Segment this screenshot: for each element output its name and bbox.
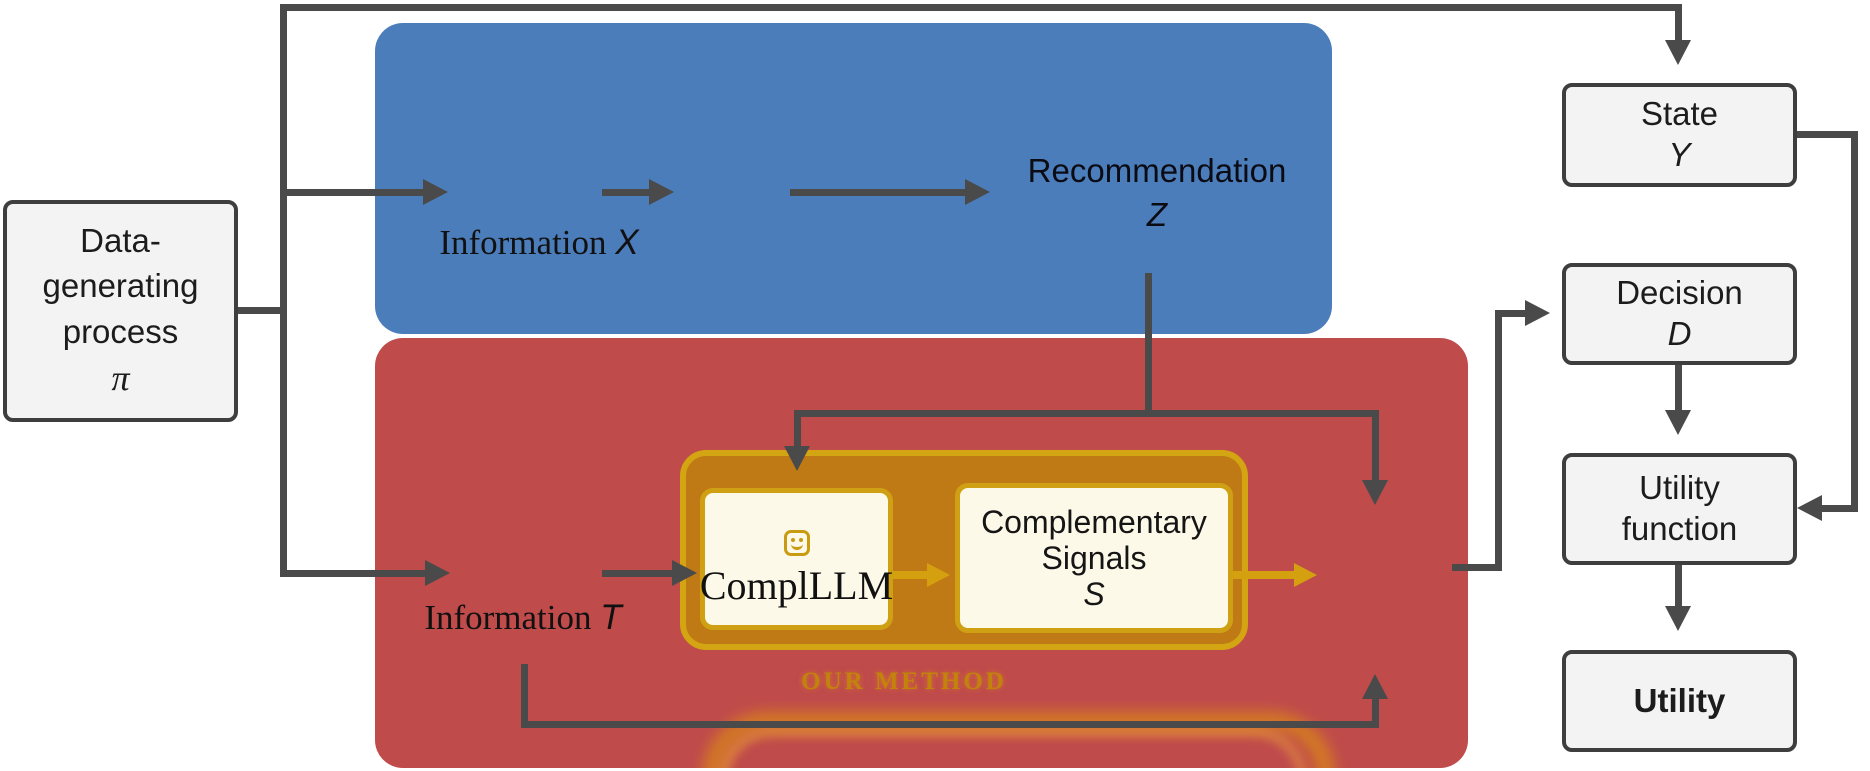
z-drop-line — [1144, 273, 1152, 413]
z-branch-drop-right — [1371, 409, 1379, 482]
arrow-right-icon — [1525, 300, 1550, 326]
decision-symbol: D — [1667, 315, 1692, 352]
pi-connector-line — [238, 306, 287, 314]
state-out-vertical — [1851, 130, 1858, 512]
state-in-shaft — [1674, 4, 1682, 42]
recommendation-symbol: Z — [1146, 196, 1168, 233]
decision-in-vertical — [1494, 309, 1502, 571]
compl-llm-box: ComplLLM — [700, 488, 893, 630]
loop-up-shaft — [1371, 698, 1379, 723]
loop-drop-line — [520, 664, 528, 724]
pi-line1: Data- — [80, 221, 161, 259]
signals-line2: Signals — [1041, 540, 1147, 576]
arrow-shaft — [790, 188, 967, 196]
information-t-text: Information — [424, 598, 592, 637]
arrow-shaft — [283, 569, 426, 577]
state-node: State Y — [1562, 83, 1797, 187]
our-method-caption: OUR METHOD — [801, 668, 1007, 695]
utility-function-node: Utility function — [1562, 453, 1797, 565]
information-x-label: Information X — [389, 223, 689, 263]
recommendation-label: Recommendation Z — [1007, 149, 1307, 237]
decision-label: Decision — [1616, 274, 1743, 312]
decision-in-shaft — [1494, 309, 1527, 317]
compl-llm-label: ComplLLM — [699, 563, 894, 608]
arrow-up-icon — [1362, 674, 1388, 699]
loop-bottom-line — [520, 720, 1379, 728]
utility-in-shaft — [1820, 504, 1858, 512]
signals-line1: Complementary — [981, 504, 1207, 540]
utility-function-line2: function — [1621, 510, 1738, 547]
information-t-label: Information T — [375, 598, 673, 638]
human-decision-panel: ComplLLM Complementary Signals S OUR MET… — [375, 338, 1468, 768]
arrow-right-icon — [672, 560, 697, 586]
pi-line2: generating — [42, 267, 199, 305]
utility-function-line1: Utility — [1639, 469, 1720, 507]
arrow-right-icon — [423, 179, 448, 205]
recommendation-text: Recommendation — [1027, 152, 1287, 189]
arrow-down-icon — [1665, 40, 1691, 65]
decision-node: Decision D — [1562, 263, 1797, 365]
information-t-symbol: T — [600, 598, 622, 637]
recommendation-system-panel: Information X Recommendation Z — [375, 23, 1332, 334]
state-symbol: Y — [1668, 136, 1691, 173]
decision-out-shaft — [1674, 365, 1682, 413]
top-line — [280, 4, 1682, 11]
arrow-down-icon — [1665, 606, 1691, 631]
z-branch-drop-left — [793, 409, 801, 450]
utilityfn-out-shaft — [1674, 565, 1682, 609]
information-x-text: Information — [439, 223, 607, 262]
method-out-line — [1452, 563, 1498, 571]
information-x-symbol: X — [615, 223, 639, 262]
trunk-vertical-line — [280, 4, 287, 577]
data-generating-process-node: Data- generating process π — [3, 200, 238, 422]
pi-symbol: π — [111, 358, 130, 399]
arrow-shaft — [283, 188, 425, 196]
gold-arrow-shaft — [1233, 571, 1295, 579]
utility-node: Utility — [1562, 650, 1797, 752]
gold-arrow-shaft — [893, 571, 931, 579]
method-glow-arc-inner — [719, 728, 1307, 768]
arrow-left-icon — [1797, 495, 1822, 521]
arrow-shaft — [602, 569, 674, 577]
gold-arrow-right-icon — [1294, 563, 1317, 587]
z-branch-line — [793, 409, 1379, 417]
utility-label: Utility — [1633, 681, 1726, 719]
signals-symbol: S — [1083, 576, 1105, 612]
arrow-shaft — [602, 188, 650, 196]
complementary-signals-box: Complementary Signals S — [955, 483, 1233, 633]
state-label: State — [1640, 95, 1719, 133]
pi-line3: process — [62, 312, 179, 350]
arrow-down-icon — [1362, 480, 1388, 505]
gold-arrow-right-icon — [927, 563, 950, 587]
arrow-down-icon — [1665, 410, 1691, 435]
arrow-right-icon — [965, 179, 990, 205]
state-out-line — [1797, 130, 1858, 138]
arrow-right-icon — [425, 560, 450, 586]
arrow-down-icon — [784, 446, 810, 471]
smiley-icon — [783, 530, 810, 556]
arrow-right-icon — [649, 179, 674, 205]
